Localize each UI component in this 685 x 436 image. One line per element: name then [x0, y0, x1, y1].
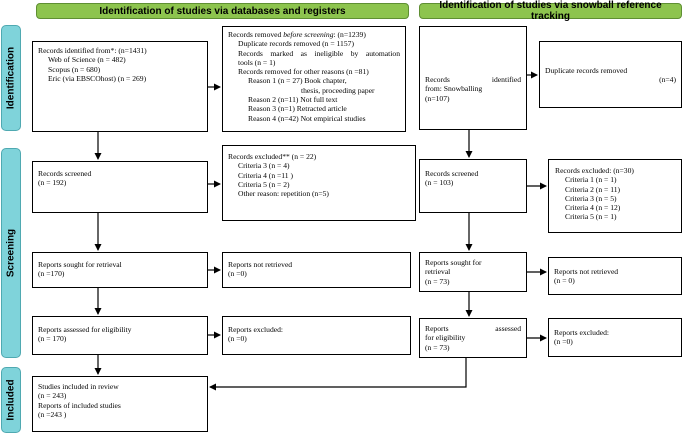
db-removed-reason4: Reason 4 (n=42) Not empirical studies [248, 113, 366, 123]
phase-included: Included [1, 367, 21, 433]
db-assessed-title: Reports assessed for eligibility [38, 325, 132, 334]
sb-records-excluded-box: Records excluded: (n=30) Criteria 1 (n =… [548, 159, 682, 233]
db-identified-eric: Eric (via EBSCOhost) (n = 269) [48, 73, 147, 83]
sb-records-identified-box: Records identified from: Snowballing (n=… [419, 26, 527, 130]
sb-excluded-c1: Criteria 1 (n = 1) [565, 175, 617, 185]
snowball-header: Identification of studies via snowball r… [419, 0, 682, 22]
sb-sought-line2: retrieval [425, 267, 451, 277]
sb-reports-assessed-box: Reports assessed for eligibility (n = 73… [419, 318, 527, 358]
sb-reports-not-retrieved-box: Reports not retrieved (n = 0) [548, 257, 682, 295]
db-sought-n: (n =170) [38, 269, 65, 279]
db-screened-n: (n = 192) [38, 178, 67, 188]
databases-header-text: Identification of studies via databases … [99, 5, 346, 17]
db-records-screened-box: Records screened (n = 192) [32, 161, 208, 213]
db-removed-ineligible-1: Records marked as ineligible by automati… [238, 48, 400, 58]
db-screened-title: Records screened [38, 169, 92, 178]
db-reports-excluded-box: Reports excluded: (n =0) [222, 316, 411, 355]
snowball-header-text: Identification of studies via snowball r… [439, 0, 662, 22]
db-reports-excluded-n: (n =0) [228, 334, 247, 344]
sb-identified-n: (n=107) [425, 93, 450, 103]
sb-assessed-n: (n = 73) [425, 342, 450, 352]
sb-records-screened-box: Records screened (n = 103) [419, 159, 527, 213]
db-removed-reason1a: Reason 1 (n = 27) Book chapter, [248, 76, 347, 86]
sb-reports-excluded-n: (n =0) [554, 337, 573, 347]
sb-duplicates-box: Duplicate records removed (n=4) [539, 41, 682, 108]
db-not-retrieved-n: (n =0) [228, 269, 247, 279]
sb-reports-sought-box: Reports sought for retrieval (n = 73) [419, 252, 527, 292]
sb-sought-line1: Reports sought for [425, 258, 482, 267]
sb-identified-line2: from: Snowballing [425, 84, 483, 94]
db-not-retrieved-title: Reports not retrieved [228, 260, 293, 269]
sb-screened-title: Records screened [425, 169, 479, 178]
phase-identification: Identification [1, 25, 21, 131]
sb-excluded-c5: Criteria 5 (n = 1) [565, 212, 617, 222]
db-records-identified-box: Records identified from*: (n=1431) Web o… [32, 41, 208, 132]
sb-sought-n: (n = 73) [425, 276, 450, 286]
included-studies-n: (n = 243) [38, 391, 67, 401]
db-reports-excluded-title: Reports excluded: [228, 325, 284, 334]
sb-excluded-c2: Criteria 2 (n = 11) [565, 184, 621, 194]
db-removed-other: Records removed for other reasons (n =81… [238, 67, 369, 77]
db-excluded-c5: Criteria 5 (n = 2) [238, 179, 290, 189]
studies-included-box: Studies included in review (n = 243) Rep… [32, 376, 208, 432]
db-excluded-c4: Criteria 4 (n =11 ) [238, 170, 294, 180]
db-assessed-n: (n = 170) [38, 334, 67, 344]
sb-screened-n: (n = 103) [425, 178, 454, 188]
sb-excluded-title: Records excluded: (n=30) [555, 166, 634, 175]
db-removed-title: Records removed before screening: (n=123… [228, 30, 366, 39]
db-identified-scopus: Scopus (n = 680) [48, 64, 101, 74]
sb-identified-line1: Records identified [425, 75, 521, 84]
sb-excluded-c4: Criteria 4 (n = 12) [565, 203, 621, 213]
db-records-excluded-box: Records excluded** (n = 22) Criteria 3 (… [222, 145, 416, 221]
sb-not-retrieved-n: (n = 0) [554, 276, 575, 286]
included-studies: Studies included in review [38, 382, 119, 391]
sb-assessed-line1: Reports assessed [425, 324, 521, 333]
db-excluded-c3: Criteria 3 (n = 4) [238, 161, 290, 171]
db-excluded-title: Records excluded** (n = 22) [228, 152, 317, 161]
arrow-sb-assessed-to-included [209, 358, 467, 391]
sb-excluded-c3: Criteria 3 (n = 5) [565, 193, 617, 203]
db-identified-title: Records identified from*: (n=1431) [38, 46, 147, 55]
db-sought-title: Reports sought for retrieval [38, 260, 122, 269]
db-removed-ineligible-2: tools (n = 1) [238, 57, 276, 67]
db-reports-assessed-box: Reports assessed for eligibility (n = 17… [32, 316, 208, 355]
sb-duplicates-title: Duplicate records removed [545, 66, 628, 75]
sb-not-retrieved-title: Reports not retrieved [554, 267, 619, 276]
db-records-removed-box: Records removed before screening: (n=123… [222, 26, 406, 132]
included-reports-n: (n =243 ) [38, 409, 67, 419]
databases-header: Identification of studies via databases … [36, 3, 409, 19]
db-reports-not-retrieved-box: Reports not retrieved (n =0) [222, 252, 411, 288]
db-removed-duplicates: Duplicate records removed (n = 1157) [238, 39, 354, 49]
db-identified-wos: Web of Science (n = 482) [48, 55, 126, 65]
db-excluded-other: Other reason: repetition (n=5) [238, 189, 329, 199]
sb-duplicates-n: (n=4) [659, 75, 676, 85]
db-removed-reason3: Reason 3 (n=1) Retracted article [248, 104, 347, 114]
sb-reports-excluded-box: Reports excluded: (n =0) [548, 318, 682, 357]
db-reports-sought-box: Reports sought for retrieval (n =170) [32, 252, 208, 288]
sb-assessed-line2: for eligibility [425, 333, 466, 343]
db-removed-reason1b: thesis, proceeding paper [301, 85, 375, 95]
sb-reports-excluded-title: Reports excluded: [554, 328, 610, 337]
included-reports: Reports of included studies [38, 400, 121, 410]
db-removed-reason2: Reason 2 (n=11) Not full text [248, 95, 338, 105]
phase-screening: Screening [1, 148, 21, 358]
